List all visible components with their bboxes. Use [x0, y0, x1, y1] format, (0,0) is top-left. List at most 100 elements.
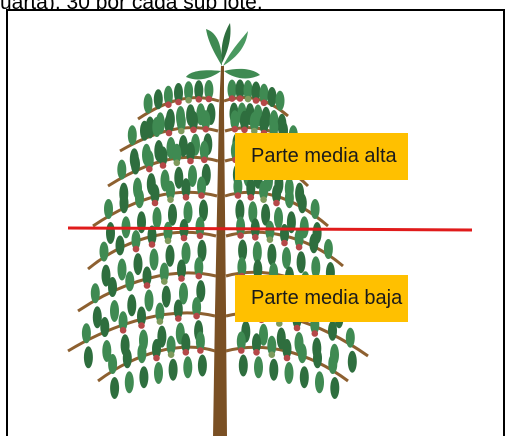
leaf-221 [315, 371, 324, 393]
coffee-berry [183, 194, 190, 201]
leaf-166 [311, 199, 320, 219]
leaf-101 [183, 356, 192, 378]
leaf-164 [298, 193, 307, 213]
leaf-180 [324, 239, 333, 259]
coffee-berry [187, 158, 194, 165]
leaf-105 [154, 362, 163, 384]
coffee-berry [253, 349, 260, 356]
leaf-55 [106, 222, 115, 244]
leaf-124 [276, 91, 285, 111]
coffee-berry [294, 325, 301, 332]
coffee-berry [201, 157, 208, 164]
leaf-178 [309, 233, 318, 253]
coffee-berry [253, 97, 260, 104]
coffee-berry [165, 238, 172, 245]
coffee-berry [229, 95, 236, 102]
upper-section-label: Parte media alta [235, 133, 408, 180]
coffee-berry [144, 282, 151, 289]
coffee-berry [157, 318, 164, 325]
leaf-38 [131, 155, 140, 175]
coffee-berry [284, 355, 291, 362]
leaf-106 [137, 343, 146, 363]
coffee-berry [196, 96, 203, 103]
coffee-berry [181, 235, 188, 242]
coffee-berry [252, 234, 259, 241]
leaf-10 [154, 89, 163, 109]
leaf-109 [125, 371, 134, 393]
coffee-berry [190, 127, 197, 134]
leaf-77 [145, 290, 154, 312]
coffee-berry [281, 240, 288, 247]
coffee-berry [153, 355, 160, 362]
leaf-12 [144, 94, 153, 114]
coffee-berry [312, 330, 319, 337]
coffee-berry [273, 200, 280, 207]
coffee-berry [232, 126, 239, 133]
leaf-208 [346, 328, 355, 348]
coffee-berry [175, 315, 182, 322]
leaf-96 [82, 323, 91, 343]
leaf-122 [268, 87, 277, 107]
leaf-220 [313, 348, 322, 368]
coffee-berry [160, 162, 167, 169]
coffee-berry [203, 126, 210, 133]
leaf-50 [135, 188, 144, 208]
coffee-berry [178, 275, 185, 282]
leaf-209 [348, 351, 357, 373]
coffee-berry [146, 166, 153, 173]
leaf-213 [254, 356, 263, 378]
leaf-79 [127, 294, 136, 316]
leaf-108 [123, 348, 132, 368]
leaf-217 [285, 362, 294, 384]
coffee-berry [197, 347, 204, 354]
coffee-berry [183, 349, 190, 356]
leaf-52 [120, 193, 129, 213]
leaf-99 [198, 355, 207, 377]
leaf-49 [153, 207, 162, 229]
leaf-162 [285, 188, 294, 208]
coffee-berry [193, 313, 200, 320]
coffee-berry [260, 196, 267, 203]
leaf-97 [84, 346, 93, 368]
coffee-berry [261, 100, 268, 107]
coffee-berry [167, 196, 174, 203]
lower-section-label: Parte media baja [235, 275, 408, 322]
leaf-22 [152, 117, 161, 137]
leaf-81 [110, 300, 119, 322]
leaf-173 [267, 244, 276, 266]
divider-line [68, 228, 472, 230]
leaf-67 [118, 259, 127, 281]
leaf-219 [300, 366, 309, 388]
diagram-frame: Parte media alta Parte media baja [6, 9, 505, 436]
leaf-82 [91, 283, 100, 303]
coffee-berry [161, 278, 168, 285]
coffee-berry [269, 351, 276, 358]
coffee-berry [267, 236, 274, 243]
leaf-68 [100, 242, 109, 262]
leaf-211 [239, 355, 248, 377]
coffee-berry [133, 246, 140, 253]
leaf-66 [116, 236, 125, 256]
coffee-berry [166, 130, 173, 137]
leaf-63 [150, 249, 159, 271]
leaf-78 [125, 271, 134, 291]
trunk [213, 66, 227, 436]
leaf-175 [282, 247, 291, 269]
leaf-75 [162, 286, 171, 308]
coffee-berry [152, 200, 159, 207]
coffee-berry [138, 322, 145, 329]
coffee-berry [206, 96, 213, 103]
coffee-berry [149, 241, 156, 248]
leaf-94 [100, 317, 109, 337]
leaf-51 [137, 211, 146, 233]
coffee-berry [175, 99, 182, 106]
coffee-berry [248, 194, 255, 201]
coffee-plant-illustration [8, 11, 505, 436]
leaf-223 [330, 377, 339, 399]
coffee-berry [165, 101, 172, 108]
leaf-107 [139, 366, 148, 388]
leaf-111 [110, 377, 119, 399]
leaf-218 [298, 343, 307, 363]
coffee-berry [296, 244, 303, 251]
leaf-40 [117, 160, 126, 180]
